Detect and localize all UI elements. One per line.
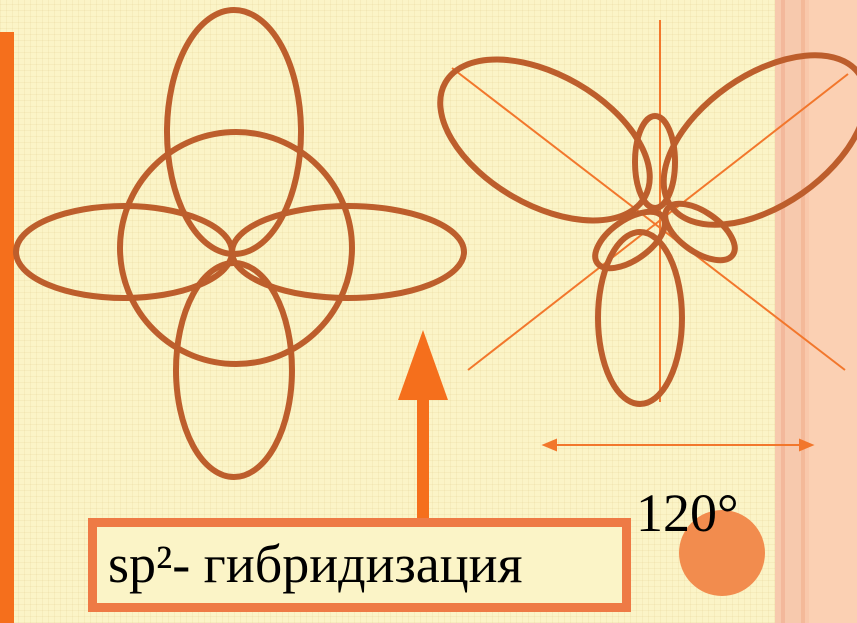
decorative-right-band — [775, 0, 857, 623]
diagonal-axis-line-2 — [467, 73, 849, 371]
left-orbital-bottom — [173, 260, 295, 480]
hybrid-lobe-bottom — [595, 229, 685, 407]
arrow-head-left — [541, 438, 557, 452]
bond-angle-label: 120° — [636, 483, 739, 543]
up-arrow — [398, 330, 448, 520]
small-lobe-top — [632, 113, 678, 211]
diagonal-axis-line-1 — [451, 67, 846, 371]
up-arrow-shaft — [417, 396, 429, 520]
small-lobe-lower-right — [662, 200, 738, 264]
decorative-left-bar — [0, 32, 14, 623]
double-arrow — [541, 438, 815, 452]
decorative-orange-circle — [679, 510, 765, 596]
hybridization-label: sp²- гибридизация — [108, 534, 523, 594]
left-central-s-orbital — [117, 129, 355, 367]
arrow-head-right — [799, 438, 815, 452]
label-box — [88, 518, 631, 612]
right-orbital-group — [437, 52, 857, 407]
left-orbital-right — [229, 203, 467, 301]
left-orbital-group — [13, 7, 467, 480]
up-arrow-head — [398, 330, 448, 400]
